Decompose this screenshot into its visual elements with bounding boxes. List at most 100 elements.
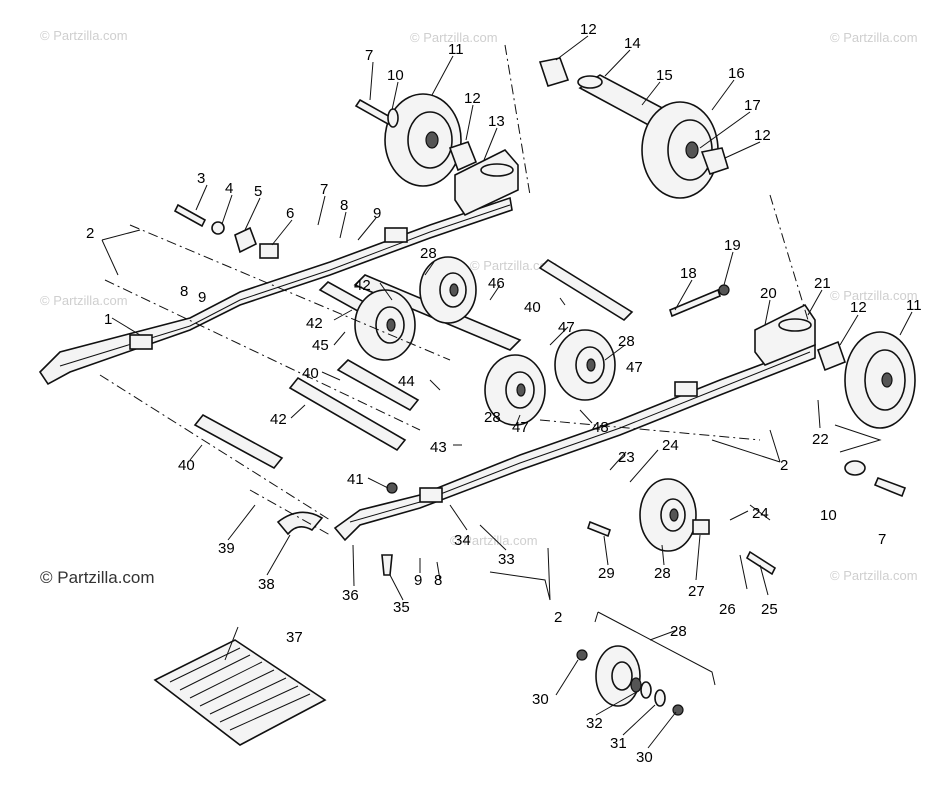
callout-19: 19 xyxy=(724,237,741,254)
callout-16: 16 xyxy=(728,65,745,82)
callout-25: 25 xyxy=(761,601,778,618)
callout-18: 18 xyxy=(680,265,697,282)
cap-12-b xyxy=(538,57,570,87)
watermark-top-right: © Partzilla.com xyxy=(830,30,918,45)
watermark-mid-right: © Partzilla.com xyxy=(830,288,918,303)
callout-13: 13 xyxy=(488,113,505,130)
callout-43: 43 xyxy=(430,439,447,456)
callout-11-top: 11 xyxy=(448,41,464,58)
callout-45: 45 xyxy=(312,337,329,354)
callout-12-b: 12 xyxy=(464,90,481,107)
leader-lines xyxy=(101,35,913,749)
callout-14: 14 xyxy=(624,35,641,52)
callout-9-mid: 9 xyxy=(373,205,381,222)
bolt-7-right xyxy=(873,476,907,498)
bracket-13-slot xyxy=(480,163,514,177)
callout-31: 31 xyxy=(610,735,627,752)
wheel-28-d xyxy=(554,329,616,401)
callout-47-a: 47 xyxy=(558,319,575,336)
callout-28-d: 28 xyxy=(654,565,671,582)
wheel-28-exploded xyxy=(576,645,684,716)
callout-29: 29 xyxy=(598,565,615,582)
callout-2-right: 2 xyxy=(780,457,788,474)
callout-32: 32 xyxy=(586,715,603,732)
axle-40-bottom xyxy=(193,413,284,470)
callout-40-bottom: 40 xyxy=(178,457,195,474)
callout-28-c: 28 xyxy=(484,409,501,426)
bolt-35 xyxy=(381,554,393,576)
callout-26: 26 xyxy=(719,601,736,618)
callout-44: 44 xyxy=(398,373,415,390)
callout-40-mid: 40 xyxy=(302,365,319,382)
callout-28-b: 28 xyxy=(618,333,635,350)
bushing-6 xyxy=(259,243,279,259)
rivet-41 xyxy=(386,482,398,494)
callout-7-right: 7 xyxy=(878,531,886,548)
callout-12-c: 12 xyxy=(754,127,771,144)
watermark-lower-center: © Partzilla.com xyxy=(450,533,538,548)
callout-30-left: 30 xyxy=(532,691,549,708)
callout-46: 46 xyxy=(488,275,505,292)
wheel-28-a xyxy=(354,289,416,361)
guide-line-b xyxy=(769,194,809,321)
wheel-28-b xyxy=(419,256,477,324)
callout-12-d: 12 xyxy=(850,299,867,316)
callout-8-left: 8 xyxy=(180,283,188,300)
bolt-3 xyxy=(173,203,207,228)
callout-23: 23 xyxy=(618,449,635,466)
callout-36: 36 xyxy=(342,587,359,604)
cap-12-c xyxy=(700,147,729,176)
callout-12-a: 12 xyxy=(580,21,597,38)
right-rail xyxy=(333,343,816,542)
callout-39: 39 xyxy=(218,540,235,557)
washer-4 xyxy=(211,221,225,235)
washer-10-right xyxy=(844,460,866,476)
callout-21: 21 xyxy=(814,275,831,292)
watermark-top-center: © Partzilla.com xyxy=(410,30,498,45)
bracket-21-slot xyxy=(778,318,812,332)
callout-2-bottom: 2 xyxy=(554,609,562,626)
washer-10-top xyxy=(387,108,399,128)
traction-plate-37 xyxy=(153,639,327,746)
part-5 xyxy=(234,226,258,254)
watermark-top-left: © Partzilla.com xyxy=(40,28,128,43)
guide-line-f xyxy=(539,419,761,441)
callout-42-bottom: 42 xyxy=(270,411,287,428)
bolt-29 xyxy=(587,520,611,538)
guide-line-e xyxy=(99,374,331,521)
callout-labels: 1 2 2 2 3 4 5 6 7 7 7 8 8 8 9 9 9 10 10 … xyxy=(86,21,922,766)
bumper-38 xyxy=(276,511,324,536)
callout-9-left: 9 xyxy=(198,289,206,306)
guide-line-g xyxy=(249,489,331,536)
callout-17: 17 xyxy=(744,97,761,114)
watermark-lower-right: © Partzilla.com xyxy=(830,568,918,583)
callout-48: 48 xyxy=(592,419,609,436)
callout-40-top: 40 xyxy=(524,299,541,316)
callout-42-mid: 42 xyxy=(306,315,323,332)
callout-11-right: 11 xyxy=(906,297,922,314)
wheel-28-lower xyxy=(639,478,697,552)
callout-28-e: 28 xyxy=(670,623,687,640)
cap-12-d xyxy=(816,340,847,372)
callout-24-b: 24 xyxy=(752,505,769,522)
callout-33: 33 xyxy=(498,551,515,568)
callout-8-bottom: 8 xyxy=(434,572,442,589)
callout-41: 41 xyxy=(347,471,364,488)
callout-10-top: 10 xyxy=(387,67,404,84)
axle-42-mid xyxy=(288,376,407,452)
callout-8-mid: 8 xyxy=(340,197,348,214)
bolt-7-top xyxy=(354,98,394,126)
spacer-27 xyxy=(692,519,710,535)
callout-6: 6 xyxy=(286,205,294,222)
callout-9-bottom: 9 xyxy=(414,572,422,589)
callout-35: 35 xyxy=(393,599,410,616)
callout-2-left: 2 xyxy=(86,225,94,242)
callout-37: 37 xyxy=(286,629,303,646)
callout-24-a: 24 xyxy=(662,437,679,454)
callout-7-mid: 7 xyxy=(320,181,328,198)
wheel-16 xyxy=(641,101,719,199)
watermark-mid-left: © Partzilla.com xyxy=(40,293,128,308)
guide-line-d xyxy=(104,279,421,431)
callout-42-top: 42 xyxy=(354,277,371,294)
idler-wheel-right xyxy=(844,331,916,429)
